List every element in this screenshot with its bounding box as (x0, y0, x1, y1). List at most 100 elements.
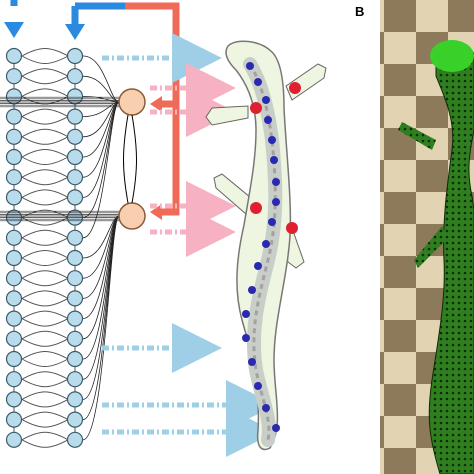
body-dot (242, 310, 250, 318)
coupling (21, 351, 69, 360)
coupling (21, 217, 69, 226)
neuron (5, 249, 23, 267)
body-dot (272, 198, 280, 206)
body-dot (254, 382, 262, 390)
left-arrow-icon (150, 204, 162, 220)
coupling (21, 156, 69, 165)
neuron (5, 391, 23, 408)
neuron (5, 47, 23, 65)
body-dot (264, 116, 272, 124)
coupling (21, 419, 69, 428)
neuron (5, 350, 23, 368)
robot-leg (398, 122, 436, 150)
neuron (5, 330, 23, 347)
neuron (5, 148, 23, 166)
body-dot (268, 136, 276, 144)
left-arrow-icon (150, 96, 162, 112)
body-dot (270, 156, 278, 164)
robot-body (428, 45, 474, 474)
body-dot (246, 62, 254, 70)
neuron (5, 270, 23, 287)
neuron (66, 108, 84, 125)
body-dot (254, 78, 262, 86)
coupling (21, 128, 69, 138)
down-arrow-icon (65, 24, 85, 40)
body-dot (262, 404, 270, 412)
salamander (205, 40, 327, 451)
neuron (66, 270, 84, 287)
neuron (5, 68, 23, 85)
coupling (21, 237, 69, 246)
robot-leg (414, 226, 448, 268)
limb-link (82, 55, 120, 103)
coupling (21, 169, 69, 178)
coupling (21, 136, 69, 145)
cpg-chain (0, 47, 120, 448)
neuron (5, 128, 23, 145)
coupling (21, 398, 69, 408)
neuron (66, 391, 84, 408)
neuron (66, 411, 84, 428)
limb-dot (286, 222, 298, 234)
coupling (21, 431, 69, 441)
coupling (21, 189, 69, 198)
salamander-leg (285, 63, 327, 101)
coupling (21, 229, 69, 239)
coupling (21, 196, 69, 206)
coupling (21, 358, 69, 367)
coupling (21, 68, 69, 77)
neuron (66, 148, 84, 166)
neuron (66, 229, 84, 246)
coupling (21, 338, 69, 347)
neuron (5, 189, 23, 206)
drive-signals (4, 0, 180, 220)
body-dot (262, 96, 270, 104)
neuron (66, 371, 84, 388)
coupling (21, 297, 69, 307)
coupling (21, 290, 69, 299)
coupling (21, 378, 69, 388)
neuron (5, 229, 23, 246)
coupling (21, 55, 69, 64)
coupling (21, 257, 69, 266)
neuron (5, 169, 23, 186)
neuron (66, 169, 84, 186)
body-dot (242, 334, 250, 342)
limb-link (82, 215, 120, 441)
neuron (5, 431, 23, 448)
limb-oscillator (118, 202, 146, 230)
body-dot (248, 358, 256, 366)
neuron (5, 310, 23, 327)
neuron (66, 189, 84, 206)
limb-oscillators (118, 88, 146, 230)
neuron (66, 68, 84, 85)
coupling (21, 176, 69, 186)
neuron (66, 431, 84, 448)
coupling (21, 209, 69, 219)
coupling (21, 391, 69, 400)
neuron (66, 310, 84, 327)
coupling (21, 439, 69, 448)
coupling (21, 277, 69, 287)
body-dot (268, 218, 276, 226)
neuron (5, 290, 23, 307)
limb-dot (250, 102, 262, 114)
coupling (21, 330, 69, 340)
neuron (66, 128, 84, 145)
coupling (21, 318, 69, 327)
coupling (21, 48, 69, 57)
limb-oscillator (118, 88, 146, 116)
down-arrow-icon (4, 22, 24, 38)
neuron (66, 47, 84, 65)
neuron (5, 411, 23, 428)
limb-link (82, 75, 120, 103)
coupling (21, 250, 69, 259)
limb-dot (289, 82, 301, 94)
body-dot (272, 178, 280, 186)
coupling (21, 270, 69, 279)
neuron (5, 371, 23, 388)
salamander-leg (205, 105, 249, 126)
limb-link (82, 101, 120, 239)
